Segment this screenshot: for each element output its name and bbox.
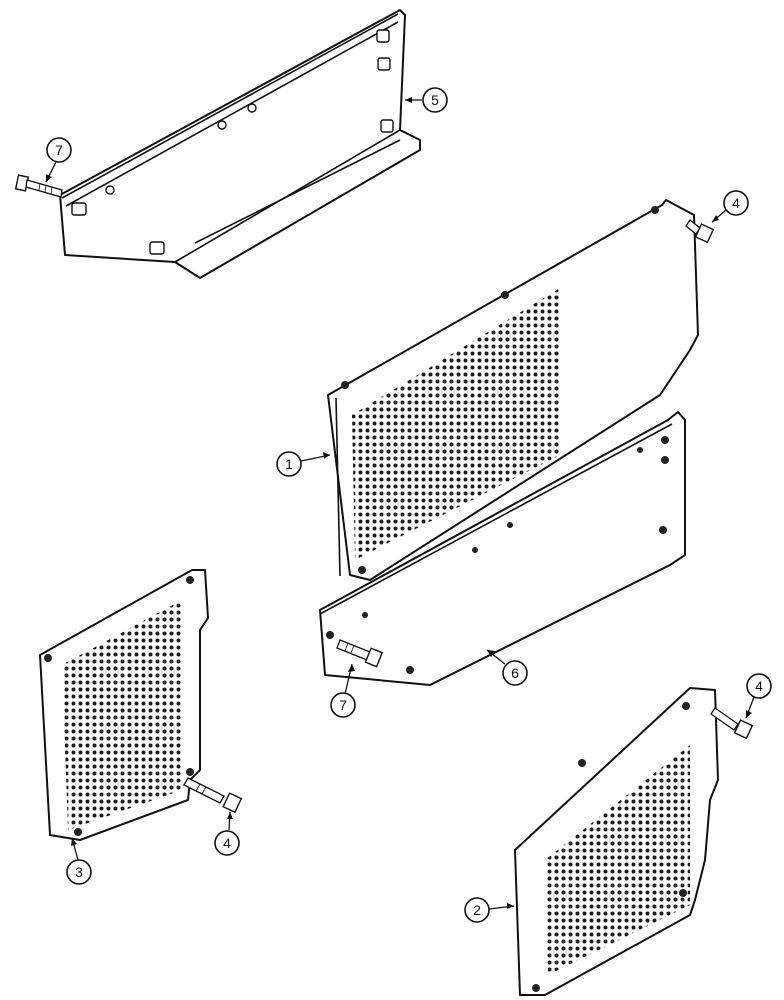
callout-1-label: 1 — [285, 456, 293, 472]
callout-2-label: 2 — [473, 902, 481, 918]
callout-7-lower-label: 7 — [339, 697, 347, 713]
bolt-4-upper-right — [685, 219, 715, 244]
callout-3: 3 — [66, 837, 92, 885]
callout-4-lower-right-label: 4 — [755, 678, 763, 694]
callout-7-lower: 7 — [330, 663, 356, 718]
callout-1: 1 — [276, 451, 331, 477]
lower-bracket-part-6 — [319, 411, 686, 686]
callout-7-upper-label: 7 — [55, 142, 63, 158]
callout-4-left: 4 — [214, 811, 240, 856]
callout-4-left-label: 4 — [223, 835, 231, 851]
callout-7-upper: 7 — [45, 137, 72, 183]
callout-2: 2 — [464, 897, 515, 923]
perforated-panel-part-2 — [514, 687, 719, 996]
bolt-4-left — [183, 777, 243, 814]
perforated-panel-part-1 — [327, 199, 699, 581]
bolt-7-upper — [14, 174, 63, 198]
bolt-4-lower-right — [710, 707, 754, 740]
bracket-clips — [71, 29, 394, 255]
callout-4-upper-right: 4 — [711, 190, 749, 223]
callout-4-lower-right: 4 — [745, 673, 772, 719]
callout-4-upper-right-label: 4 — [732, 195, 740, 211]
bolt-7-lower — [336, 639, 384, 668]
callout-5-label: 5 — [431, 92, 439, 108]
callout-5: 5 — [405, 87, 448, 113]
perforated-panel-part-3 — [39, 569, 209, 841]
callout-6: 6 — [486, 649, 528, 686]
upper-bracket-part-5 — [59, 9, 421, 279]
callout-6-label: 6 — [511, 665, 519, 681]
callout-3-label: 3 — [75, 864, 83, 880]
